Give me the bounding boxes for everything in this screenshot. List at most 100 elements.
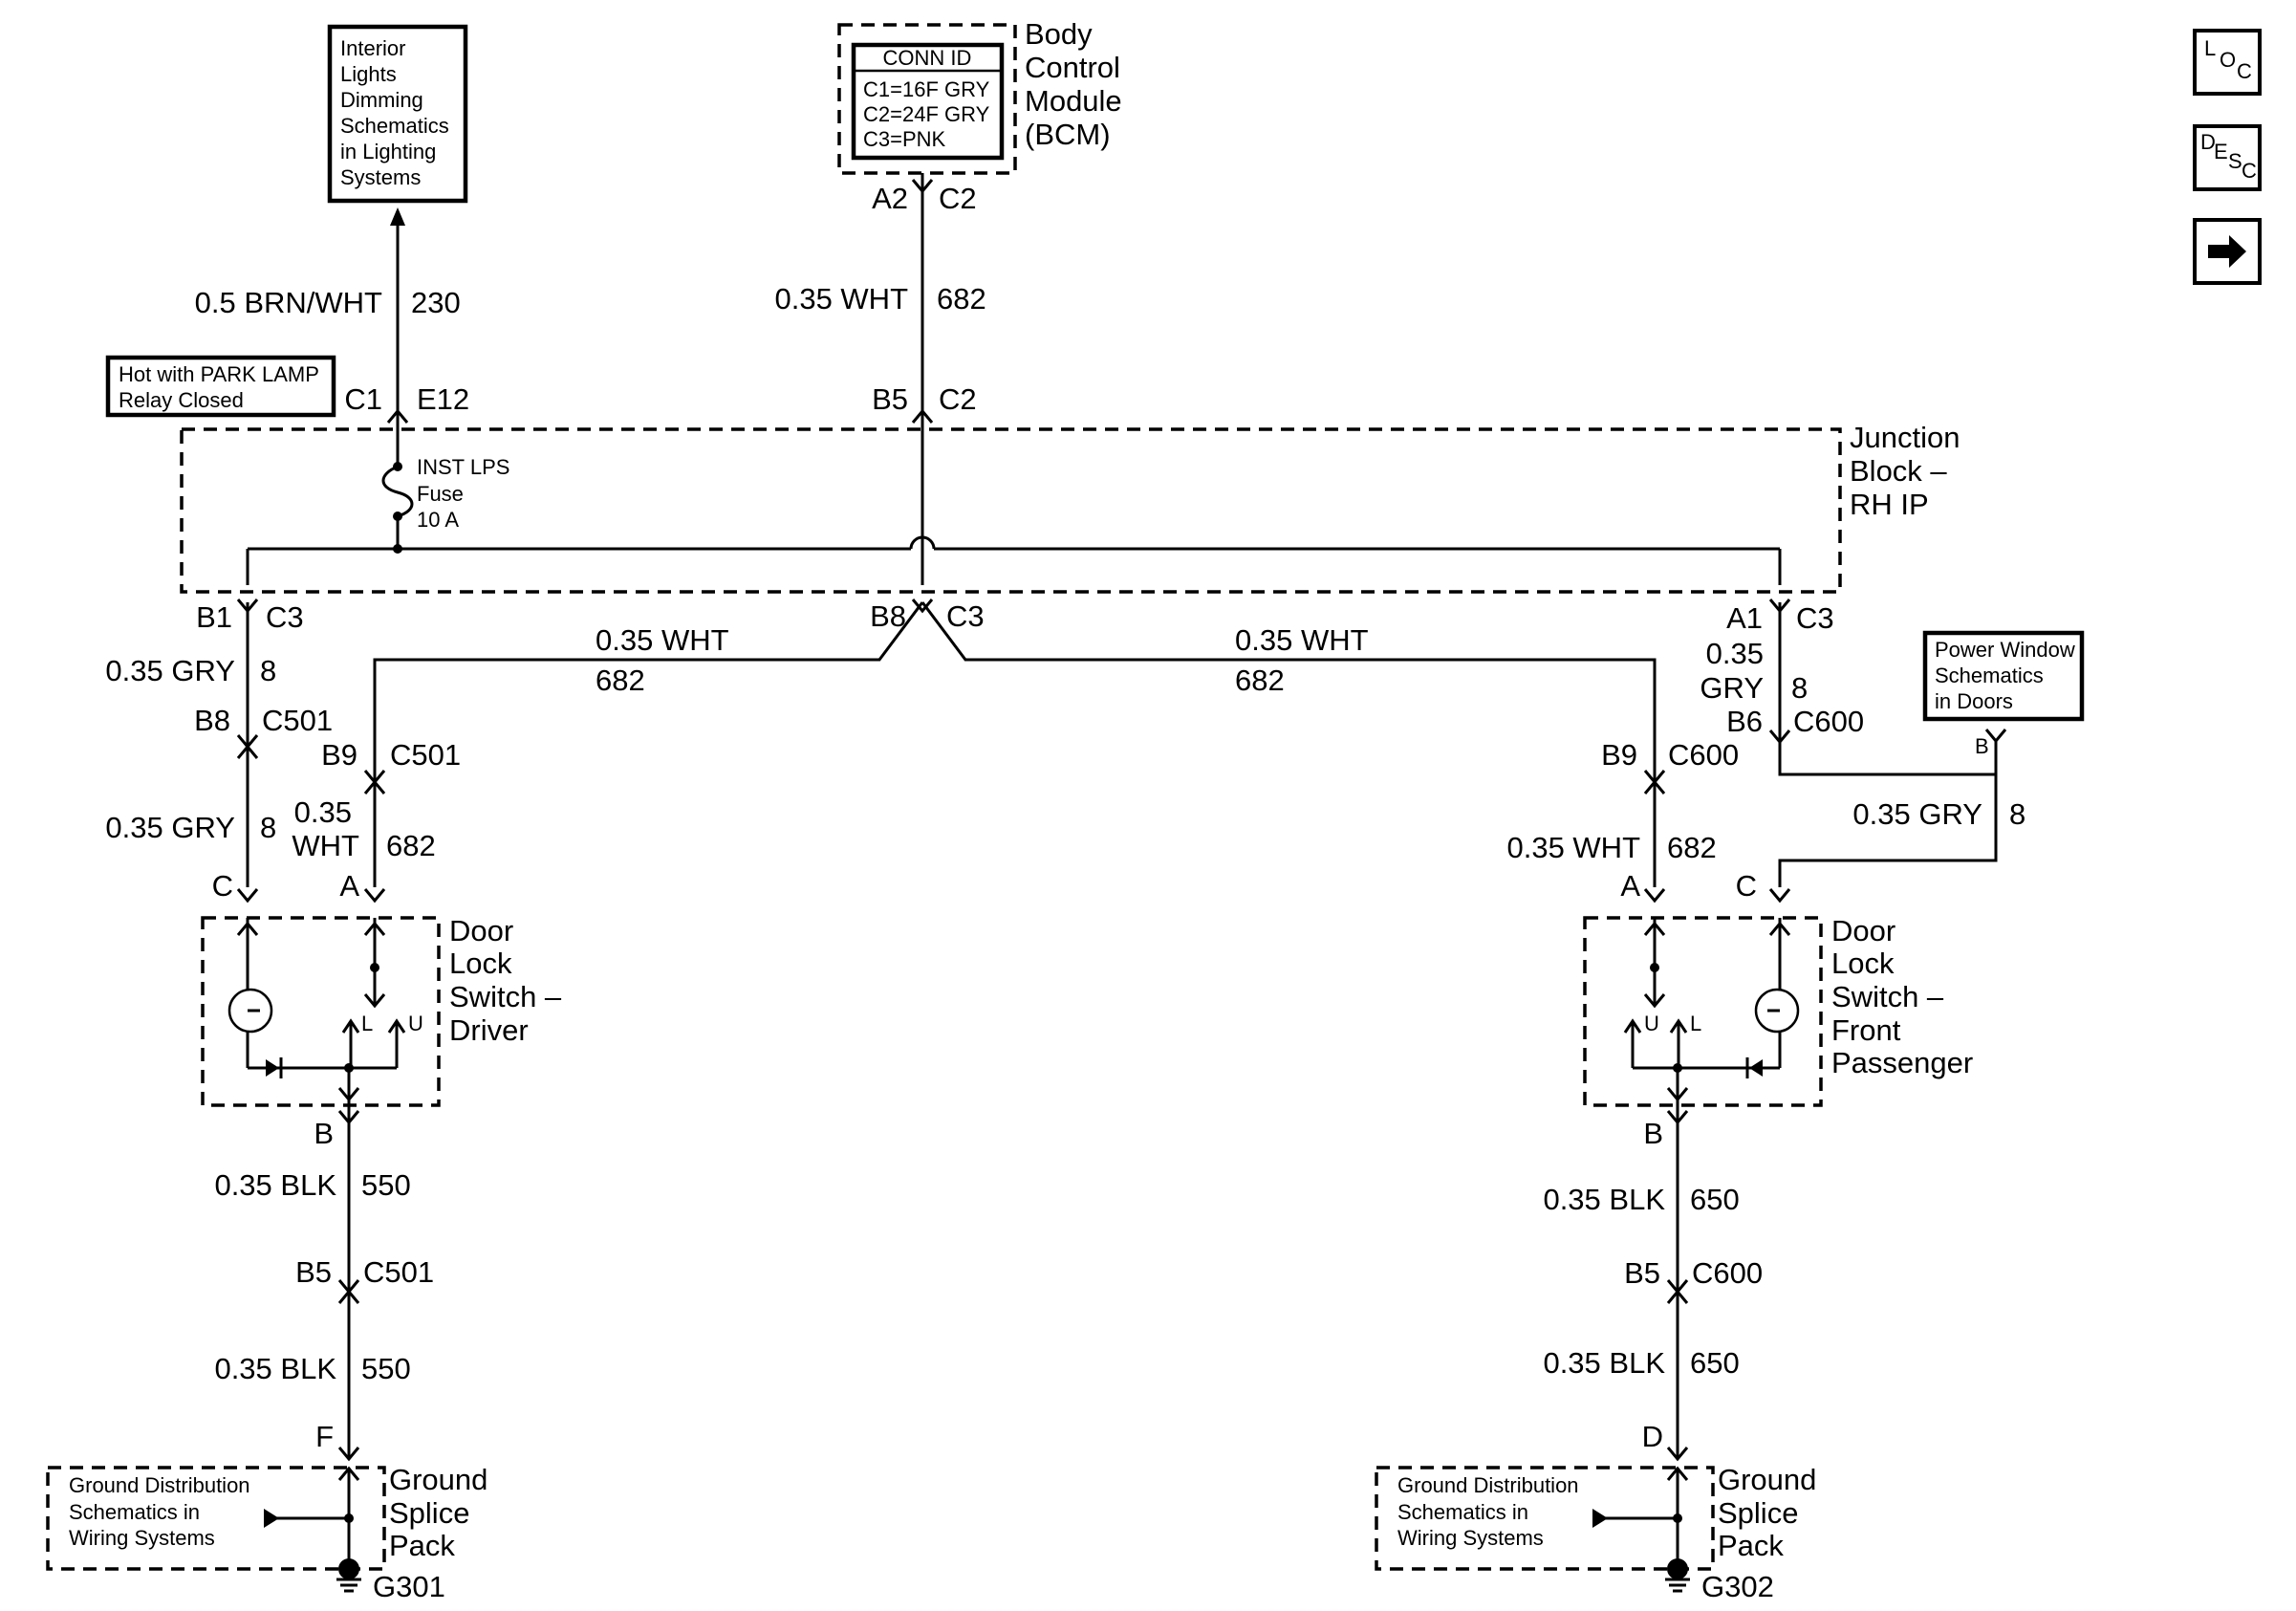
wire-circuit: 8 [2009,797,2025,831]
wire-size: 0.35 BLK [214,1168,336,1202]
door-switch-label: Lock [449,947,512,980]
pin-label: C3 [266,600,304,634]
loc-button[interactable]: L O C [2193,29,2262,96]
loc-glyph: O [2220,48,2237,72]
pin-label: B8 [870,599,906,633]
pin-label: B [1975,734,1989,758]
pin-label: C600 [1793,705,1864,738]
pin-label: F [315,1420,334,1453]
switch-pos: U [1644,1012,1659,1035]
wire-size: 0.5 BRN/WHT [195,286,382,319]
power-window-line: Power Window [1935,638,2075,662]
pin-label: C501 [363,1255,434,1289]
wire-size: 0.35 WHT [774,282,908,316]
arrow-right-icon [2208,235,2246,268]
desc-button[interactable]: D E S C [2193,124,2262,191]
wire-8-right: 0.35 GRY 8 B6 C600 B 0.35 GRY 8 C [1700,602,2025,903]
pin-label: B9 [321,738,357,772]
diode-icon [1749,1059,1763,1077]
wire-550: B 0.35 BLK 550 B5 C501 0.35 BLK 550 F [214,1105,434,1462]
pin-label: A1 [1726,601,1763,635]
pin-label: C3 [946,599,985,633]
pin-label: C1 [344,382,382,416]
pin-label: C501 [390,738,461,772]
door-switch-label: Lock [1831,947,1895,980]
wire-size: 0.35 GRY [1852,797,1982,831]
pin-label: B [314,1117,334,1150]
wire-size: 0.35 [1706,637,1764,670]
power-window-line: Schematics [1935,664,2044,687]
wire-size: 0.35 BLK [214,1352,336,1385]
junction-block-rh-ip: Junction Block – RH IP INST LPS Fuse 10 … [180,421,1960,594]
hot-park-line: Relay Closed [119,388,244,412]
wire-682-driver: B9 C501 0.35 WHT 682 A [292,738,461,903]
pin-label: C600 [1692,1256,1763,1290]
desc-glyph: S [2228,149,2242,173]
wire-size: 0.35 [294,795,352,829]
desc-glyph: E [2214,140,2228,163]
door-switch-label: Driver [449,1013,529,1047]
interior-lights-line: Systems [340,165,421,189]
pin-label: B [1643,1117,1663,1150]
wire-circuit: 550 [361,1352,411,1385]
wire-size: 0.35 GRY [105,654,235,687]
wire-circuit: 650 [1690,1183,1740,1216]
interior-lights-line: Dimming [340,88,423,112]
power-window-box[interactable]: Power Window Schematics in Doors [1922,630,2085,722]
ground-dist-line: Wiring Systems [69,1526,215,1550]
pin-label: B5 [1624,1256,1660,1290]
door-switch-label: Passenger [1831,1046,1973,1079]
pin-label: E12 [417,382,469,416]
wire-size: WHT [292,829,359,862]
pin-label: B6 [1726,705,1763,738]
ground-dist-line: Schematics in [1397,1500,1528,1524]
loc-glyph: L [2204,36,2217,60]
splice-label: Pack [389,1529,455,1562]
hot-with-park-lamp-box[interactable]: Hot with PARK LAMP Relay Closed [105,355,336,418]
conn-id-line: C1=16F GRY [863,77,990,101]
loc-glyph: C [2237,59,2252,83]
wire-circuit: 8 [260,654,276,687]
splice-label: Pack [1718,1529,1784,1562]
lamp-icon [1754,988,1800,1034]
fuse-label: INST LPS [417,455,509,479]
wire-size: 0.35 WHT [596,623,729,657]
junction-label: Block – [1850,454,1947,488]
door-lock-switch-driver[interactable]: Door Lock Switch – Driver L U [201,914,562,1107]
wire-size: 0.35 BLK [1543,1346,1665,1380]
wire-circuit: 682 [1235,664,1285,697]
power-window-line: in Doors [1935,689,2013,713]
junction-label: Junction [1850,421,1960,454]
door-switch-label: Door [449,914,513,947]
wire-circuit: 682 [386,829,436,862]
pin-label: C600 [1668,738,1739,772]
desc-glyph: C [2242,159,2257,183]
ground-splice-pack-right: Ground Distribution Schematics in Wiring… [1375,1463,1816,1603]
ground-splice-pack-left: Ground Distribution Schematics in Wiring… [46,1463,487,1603]
wire-size: 0.35 GRY [105,811,235,844]
next-button[interactable] [2193,218,2262,285]
pin-label: C3 [1796,601,1834,635]
wire-circuit: 8 [1791,671,1808,705]
conn-id-line: C2=24F GRY [863,102,990,126]
splice-label: Ground [389,1463,487,1496]
conn-id-box [851,42,1005,161]
pin-label: A [1620,869,1640,903]
door-lock-switch-front-passenger[interactable]: Door Lock Switch – Front Passenger U L [1583,914,1973,1107]
pin-label: A [339,869,359,903]
bcm-label: Module [1025,84,1122,118]
pin-label: C [1736,869,1757,903]
door-switch-label: Switch – [1831,980,1944,1013]
pin-label: D [1642,1420,1663,1453]
interior-lights-line: Lights [340,62,397,86]
wire-size: GRY [1700,671,1764,705]
wire-size: 0.35 WHT [1506,831,1640,864]
ground-dist-line: Wiring Systems [1397,1526,1544,1550]
wire-size: 0.35 WHT [1235,623,1369,657]
wire-circuit: 682 [1667,831,1717,864]
wire-682-split: 0.35 WHT 682 0.35 WHT 682 [373,601,1657,746]
splice-label: Splice [389,1496,469,1530]
interior-lights-box[interactable]: Interior Lights Dimming Schematics in Li… [327,24,468,204]
wire-circuit: 682 [596,664,645,697]
